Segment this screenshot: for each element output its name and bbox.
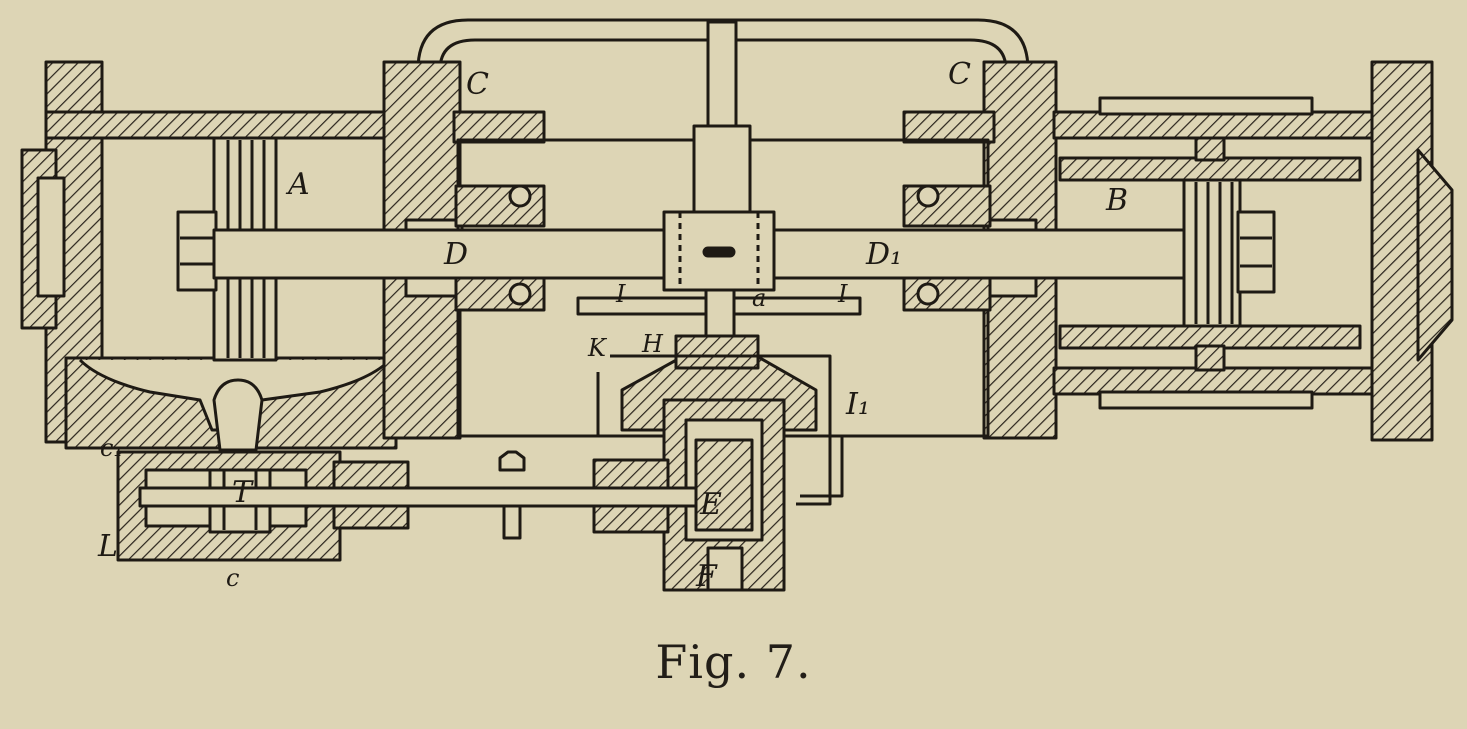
label-l: L xyxy=(97,529,118,564)
crosshead-upper xyxy=(692,124,752,216)
part-labels: A B C C D D₁ I I a K H I₁ c₁ T E L c F xyxy=(97,57,1128,594)
label-h: H xyxy=(641,330,664,358)
vertical-stem xyxy=(706,20,738,130)
label-b: B xyxy=(1105,183,1128,218)
label-c-right: C xyxy=(948,57,971,92)
label-t: T xyxy=(232,475,254,510)
label-i1: I₁ xyxy=(845,387,870,422)
label-c-left: C xyxy=(466,67,489,102)
label-e: E xyxy=(699,487,722,522)
upper-bridge-pipe xyxy=(416,18,1030,71)
figure-caption: Fig. 7. xyxy=(655,635,812,689)
piston-rod-d xyxy=(212,228,670,280)
right-stuffing-box xyxy=(902,184,992,312)
label-d1: D₁ xyxy=(865,237,902,272)
label-i-left: I xyxy=(615,280,626,308)
label-d: D xyxy=(443,237,468,272)
piston-b-nut xyxy=(1236,210,1276,294)
piston-rod-d1 xyxy=(770,228,1244,280)
label-c-small: c xyxy=(226,564,239,592)
label-a: A xyxy=(285,167,310,202)
piston-a-nut xyxy=(176,210,218,292)
valve-rod xyxy=(138,486,698,508)
label-f: F xyxy=(695,559,718,594)
label-c1: c₁ xyxy=(100,434,123,462)
passage-i1 xyxy=(610,354,832,506)
label-k: K xyxy=(587,334,608,362)
lubricator xyxy=(498,450,526,540)
label-i-right: I xyxy=(837,280,848,308)
right-cylinder-casing xyxy=(1052,60,1454,442)
label-a-small: a xyxy=(752,284,766,312)
